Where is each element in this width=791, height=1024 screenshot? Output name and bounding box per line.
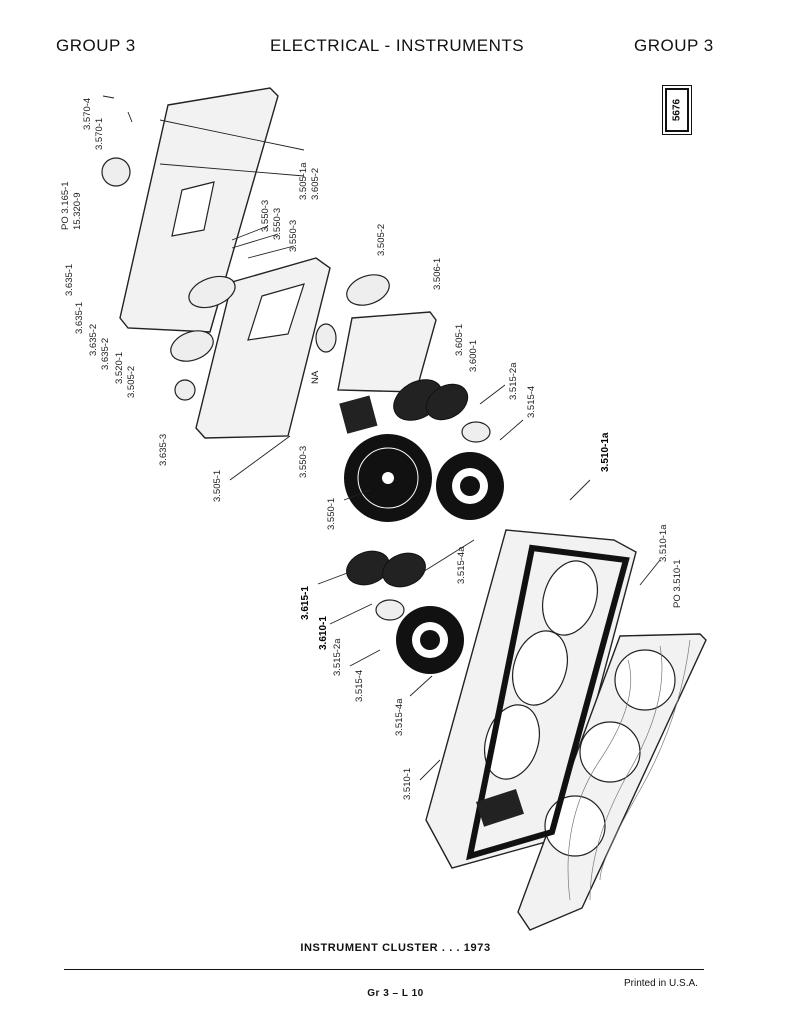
diagram-caption: INSTRUMENT CLUSTER . . . 1973 — [300, 942, 491, 954]
callout-label: 3.515-4 — [526, 386, 537, 418]
callout-label: 3.635-2 — [88, 324, 99, 356]
callout-label: 3.515-4a — [456, 546, 467, 584]
callout-label: 3.605-2 — [310, 168, 321, 200]
callout-label: 3.505-2 — [126, 366, 137, 398]
callout-label: 3.550-3 — [298, 446, 309, 478]
callout-label: 3.510-1a — [600, 432, 611, 472]
page-number-box: 5676 — [662, 85, 692, 135]
gauge-sub-plate — [337, 311, 437, 393]
callout-label: 3.635-1 — [74, 302, 85, 334]
callout-label: 3.570-1 — [94, 118, 105, 150]
callout-label: 3.515-4a — [394, 698, 405, 736]
callout-label: PO 3.165-1 — [60, 181, 71, 230]
page-footer: Gr 3 – L 10 — [367, 988, 424, 999]
callout-label: 3.510-1a — [658, 524, 669, 562]
section-title: ELECTRICAL - INSTRUMENTS — [270, 36, 525, 55]
callout-label: 3.515-2a — [508, 362, 519, 400]
callout-label: 3.505-1 — [212, 470, 223, 502]
callout-label: 3.520-1 — [114, 352, 125, 384]
callout-label: 3.610-1 — [318, 616, 329, 650]
callout-label: 15.320-9 — [72, 192, 83, 230]
callout-label: 3.550-3 — [260, 200, 271, 232]
callout-label: 3.605-1 — [454, 324, 465, 356]
group-header-right: GROUP 3 — [634, 36, 714, 55]
callout-label: PO 3.510-1 — [672, 559, 683, 608]
callout-label: 3.510-1 — [402, 768, 413, 800]
callout-label: 3.635-1 — [64, 264, 75, 296]
callout-label: 3.615-1 — [300, 586, 311, 620]
callout-label: 3.506-1 — [432, 258, 443, 290]
callout-label: 3.600-1 — [468, 340, 479, 372]
callout-label: 3.635-3 — [158, 434, 169, 466]
callout-label: 3.550-3 — [288, 220, 299, 252]
callout-label: 3.635-2 — [100, 338, 111, 370]
callout-label: 3.550-1 — [326, 498, 337, 530]
callout-label: 3.570-4 — [82, 98, 93, 130]
callout-label: 3.505-2 — [376, 224, 387, 256]
group-header-left: GROUP 3 — [56, 36, 136, 55]
callout-label: NA — [310, 370, 321, 384]
callout-label: 3.515-4 — [354, 670, 365, 702]
callout-label: 3.515-2a — [332, 638, 343, 676]
callout-label: 3.505-1a — [298, 162, 309, 200]
footer-rule — [64, 969, 704, 970]
printed-notice: Printed in U.S.A. — [624, 978, 698, 989]
callout-label: 3.550-3 — [272, 208, 283, 240]
